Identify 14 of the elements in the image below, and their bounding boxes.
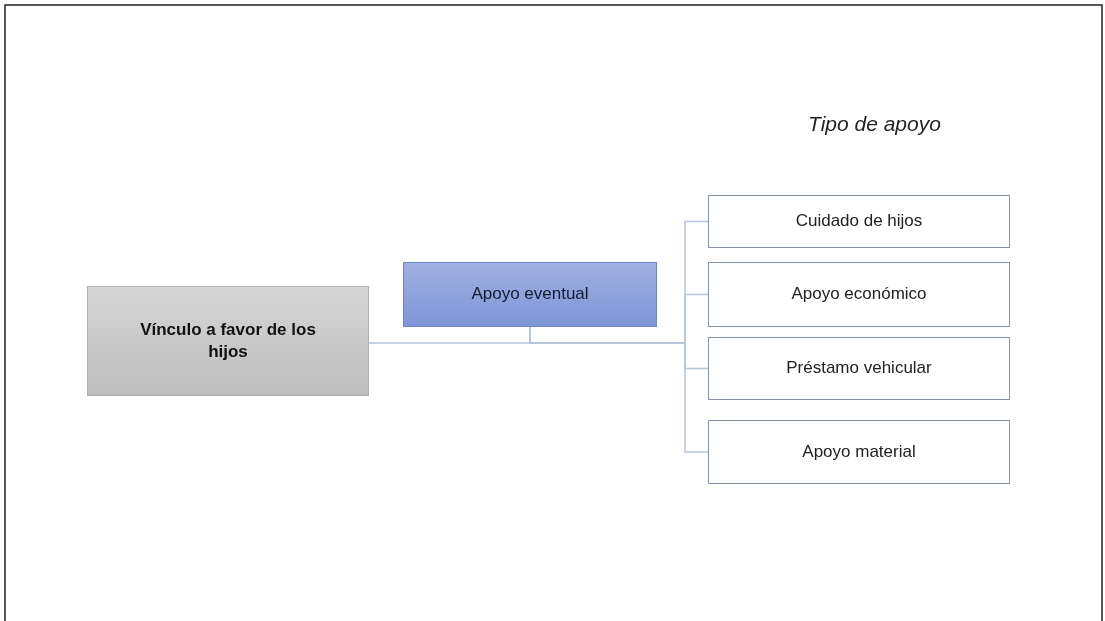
box-label: Apoyo eventual	[470, 283, 590, 306]
box-label: Cuidado de hijos	[794, 210, 924, 233]
support-type-box	[708, 262, 1010, 327]
box-label: Apoyo material	[801, 440, 917, 463]
box-label: Apoyo económico	[790, 283, 928, 306]
column-heading: Tipo de apoyo	[808, 112, 941, 136]
box-label: Vínculo a favor de los hijos	[139, 318, 317, 363]
box-label: Préstamo vehicular	[785, 357, 933, 380]
support-type-box	[708, 337, 1010, 400]
category-box	[87, 286, 369, 396]
category-box	[403, 262, 657, 327]
support-type-box	[708, 420, 1010, 484]
connector-line	[529, 326, 709, 453]
support-type-box	[708, 195, 1010, 248]
